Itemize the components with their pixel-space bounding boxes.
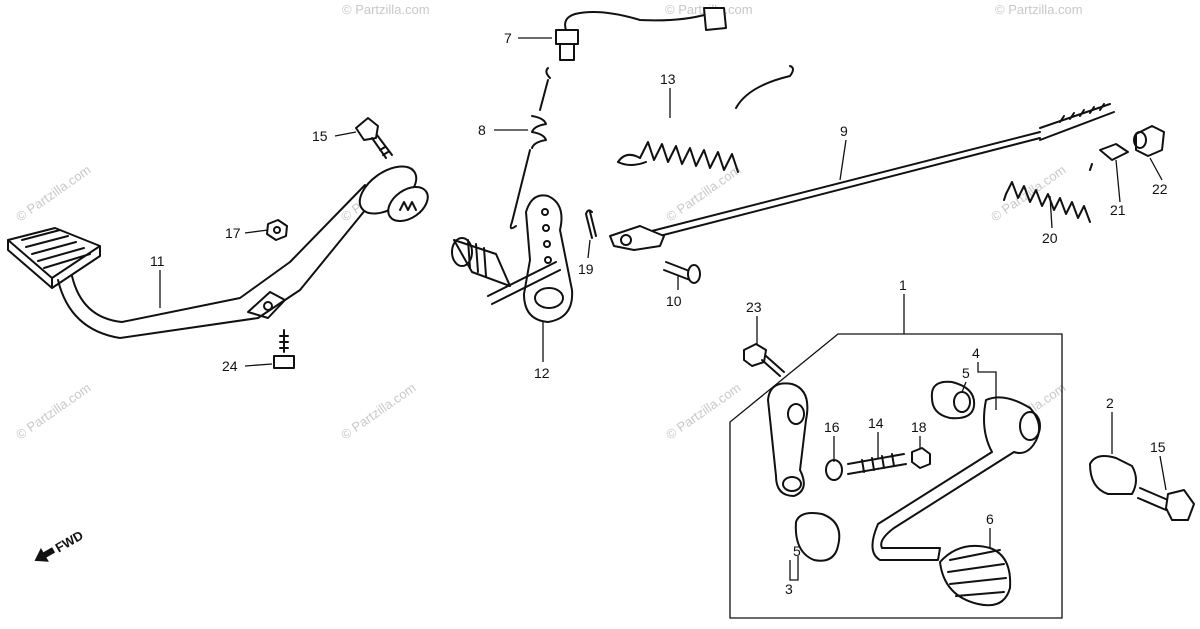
callout-20: 20 xyxy=(1042,230,1058,246)
callout-15-upper: 15 xyxy=(312,128,328,144)
forward-direction-indicator: FWD xyxy=(34,527,86,562)
brake-arm-12 xyxy=(451,194,574,323)
joint-21 xyxy=(1099,143,1129,161)
forward-arrow-icon xyxy=(34,547,56,562)
return-spring-13 xyxy=(617,65,794,173)
watermark: © Partzilla.com xyxy=(13,380,93,443)
callout-22: 22 xyxy=(1152,181,1168,197)
callout-2: 2 xyxy=(1106,395,1114,411)
callout-24: 24 xyxy=(222,358,238,374)
callout-6: 6 xyxy=(986,511,994,527)
rod-spring-20 xyxy=(1003,163,1093,223)
callout-12: 12 xyxy=(534,365,550,381)
callout-8: 8 xyxy=(478,122,486,138)
callout-17: 17 xyxy=(225,225,241,241)
watermark: © Partzilla.com xyxy=(663,380,743,443)
watermark: © Partzilla.com xyxy=(338,380,418,443)
callout-1: 1 xyxy=(899,277,907,293)
callout-21: 21 xyxy=(1110,202,1126,218)
watermark: © Partzilla.com xyxy=(13,162,93,225)
callout-10: 10 xyxy=(666,293,682,309)
callout-5-upper: 5 xyxy=(962,365,970,381)
brake-pedal xyxy=(7,165,429,339)
callout-4: 4 xyxy=(972,345,980,361)
watermark: © Partzilla.com xyxy=(995,2,1083,17)
callout-16: 16 xyxy=(824,419,840,435)
watermark: © Partzilla.com xyxy=(988,162,1068,225)
callout-11: 11 xyxy=(150,253,165,269)
callout-19: 19 xyxy=(578,261,594,277)
leader-lines xyxy=(159,37,1167,581)
callout-15-lower: 15 xyxy=(1150,439,1166,455)
gearshift-assembly xyxy=(729,333,1063,619)
nut-17 xyxy=(266,219,288,241)
callout-23: 23 xyxy=(746,299,762,315)
adjust-nut-22 xyxy=(1133,125,1165,157)
callout-3: 3 xyxy=(785,581,793,597)
switch-spring-8 xyxy=(509,67,551,230)
callout-14: 14 xyxy=(868,415,884,431)
watermark: © Partzilla.com xyxy=(342,2,430,17)
brake-switch-7 xyxy=(555,7,727,61)
brake-rod-9 xyxy=(609,103,1115,251)
joint-pin-10 xyxy=(663,261,701,284)
callout-5-lower: 5 xyxy=(793,543,801,559)
watermark: © Partzilla.com xyxy=(663,162,743,225)
bolt-15-lower xyxy=(1137,487,1195,521)
bolt-24 xyxy=(273,329,295,369)
assembly-outline xyxy=(729,333,1063,619)
spacer-2 xyxy=(1089,455,1137,495)
callouts: 7 8 13 9 15 17 11 24 19 10 12 1 23 20 21… xyxy=(150,30,1168,597)
callout-7: 7 xyxy=(504,30,512,46)
callout-13: 13 xyxy=(660,71,676,87)
fwd-label: FWD xyxy=(53,527,86,555)
callout-9: 9 xyxy=(840,123,848,139)
cotter-pin-19 xyxy=(585,209,597,239)
bolt-15-upper xyxy=(355,117,393,159)
callout-18: 18 xyxy=(911,419,927,435)
